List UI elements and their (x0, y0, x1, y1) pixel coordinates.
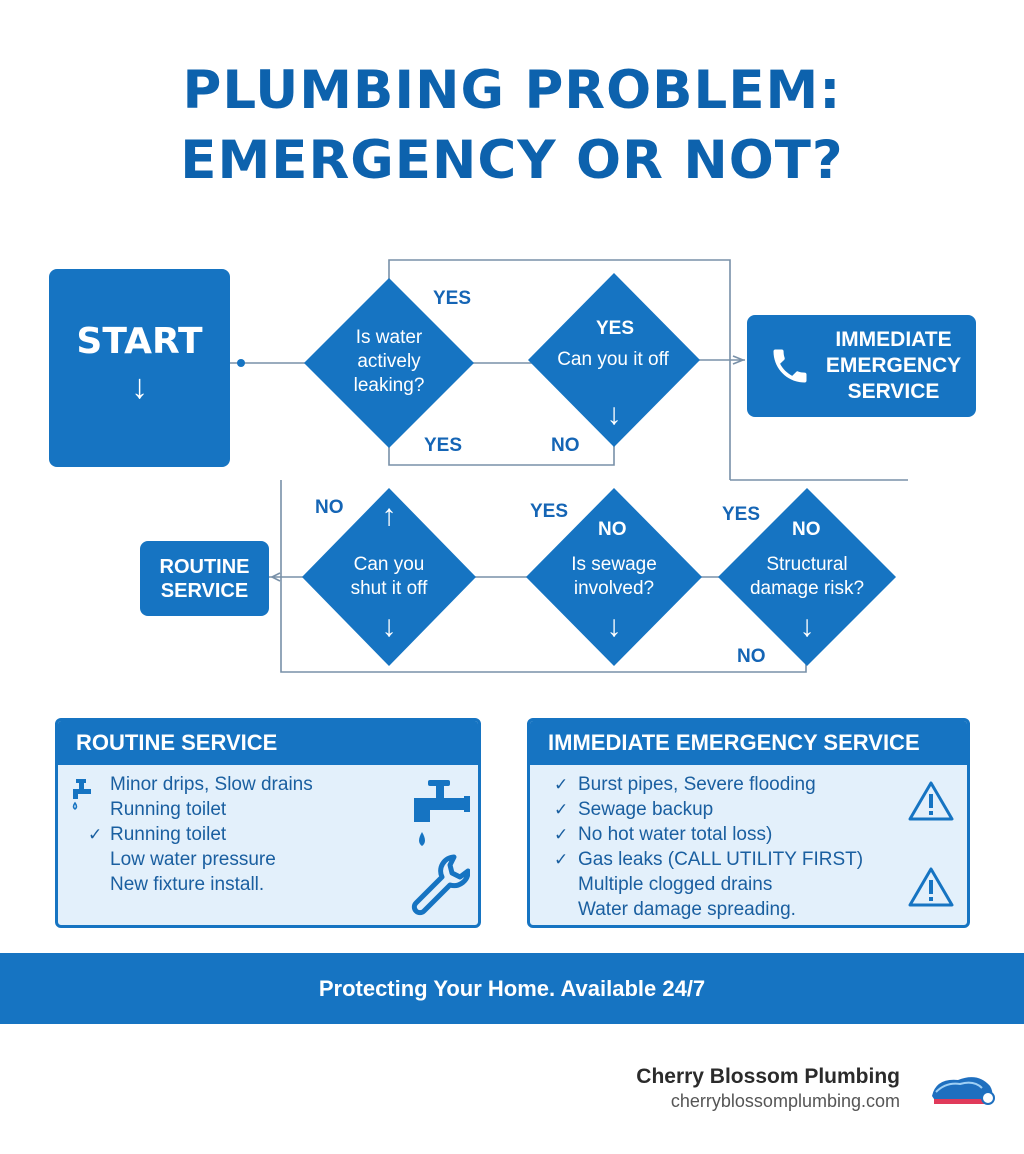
routine-item: Minor drips, Slow drains (110, 774, 313, 795)
faucet-icon (72, 779, 91, 810)
decision-line: actively (357, 351, 421, 372)
decision-leaking-text: Is water actively leaking? (354, 326, 425, 398)
page-title-line-1: PLUMBING PROBLEM: (182, 60, 842, 121)
decision-line: shut it off (350, 578, 428, 599)
footer-tagline-band: Protecting Your Home. Available 24/7 (0, 953, 1024, 1024)
emergency-label-line: EMERGENCY (825, 354, 962, 377)
page-title-line-2: EMERGENCY OR NOT? (180, 130, 844, 191)
up-arrow-icon: ↑ (381, 499, 397, 532)
routine-panel-heading: ROUTINE SERVICE (58, 721, 478, 765)
warning-icon (908, 781, 954, 821)
emergency-service-panel: IMMEDIATE EMERGENCY SERVICE ✓ Burst pipe… (527, 718, 970, 928)
decision-structural-text: Structural damage risk? (750, 553, 864, 601)
emergency-item: Water damage spreading. (578, 899, 796, 920)
decision-sewage-text: Is sewage involved? (571, 553, 657, 601)
emergency-item: Multiple clogged drains (578, 874, 773, 895)
start-label: START (76, 321, 203, 362)
emergency-item: Burst pipes, Severe flooding (578, 774, 816, 795)
routine-item: Running toilet (110, 799, 227, 820)
answer-no: NO (598, 519, 627, 540)
decision-line: Can you (353, 554, 425, 575)
routine-label-line: SERVICE (160, 579, 249, 602)
routine-item: Running toilet (110, 824, 227, 845)
down-arrow-icon: ↓ (131, 368, 148, 406)
company-url[interactable]: cherryblossomplumbing.com (670, 1091, 900, 1111)
emergency-service-box: IMMEDIATE EMERGENCY SERVICE (747, 315, 976, 417)
routine-label-line: ROUTINE (159, 555, 250, 578)
decision-line: Is sewage (571, 554, 657, 575)
answer-no: NO (551, 435, 580, 456)
decision-line: damage risk? (749, 578, 865, 599)
down-arrow-icon: ↓ (606, 610, 622, 643)
decision-can-you-it-off-text: Can you it off (557, 349, 669, 370)
decision-line: Is water (355, 327, 423, 348)
check-icon: ✓ (88, 825, 103, 844)
answer-yes: YES (424, 435, 463, 456)
wrench-icon (411, 854, 470, 916)
answer-yes: YES (433, 288, 472, 309)
decision-leaking-diamond (304, 278, 474, 448)
decision-line: involved? (573, 578, 655, 599)
decision-structural-diamond (718, 488, 896, 666)
decision-line: leaking? (353, 375, 425, 396)
routine-item: Low water pressure (110, 849, 276, 870)
check-icon: ✓ (554, 850, 569, 869)
decision-shut-off-diamond (302, 488, 476, 666)
answer-no: NO (315, 497, 344, 518)
start-box: START ↓ (49, 269, 230, 467)
check-icon: ✓ (554, 800, 569, 819)
down-arrow-icon: ↓ (381, 610, 397, 643)
company-logo (932, 1077, 995, 1105)
decision-shut-off-text: Can you shut it off (351, 553, 428, 601)
check-icon: ✓ (554, 775, 569, 794)
answer-yes: YES (530, 501, 569, 522)
decision-can-you-it-off-diamond (528, 273, 700, 447)
warning-icon (908, 867, 954, 907)
answer-no: NO (792, 519, 821, 540)
routine-service-panel: ROUTINE SERVICE Minor drips, Slow drains… (55, 718, 481, 928)
emergency-panel-heading: IMMEDIATE EMERGENCY SERVICE (530, 721, 967, 765)
routine-item: New fixture install. (110, 874, 265, 895)
answer-yes: YES (722, 504, 761, 525)
emergency-item: Sewage backup (578, 799, 714, 820)
answer-no: NO (737, 646, 766, 667)
company-name: Cherry Blossom Plumbing (636, 1065, 900, 1088)
emergency-label-line: SERVICE (847, 380, 940, 403)
decision-sewage-diamond (526, 488, 702, 666)
routine-service-box: ROUTINE SERVICE (140, 541, 269, 616)
emergency-item: No hot water total loss) (578, 824, 773, 845)
check-icon: ✓ (554, 825, 569, 844)
decision-line: Structural (766, 554, 848, 575)
down-arrow-icon: ↓ (799, 610, 815, 643)
down-arrow-icon: ↓ (606, 398, 622, 431)
answer-yes: YES (596, 318, 635, 339)
flowchart-connectors (230, 259, 908, 673)
phone-icon (773, 349, 807, 383)
emergency-item: Gas leaks (CALL UTILITY FIRST) (578, 849, 864, 870)
faucet-icon (414, 780, 470, 846)
emergency-label-line: IMMEDIATE (835, 328, 952, 351)
emergency-service-label: IMMEDIATE EMERGENCY SERVICE (826, 327, 961, 405)
